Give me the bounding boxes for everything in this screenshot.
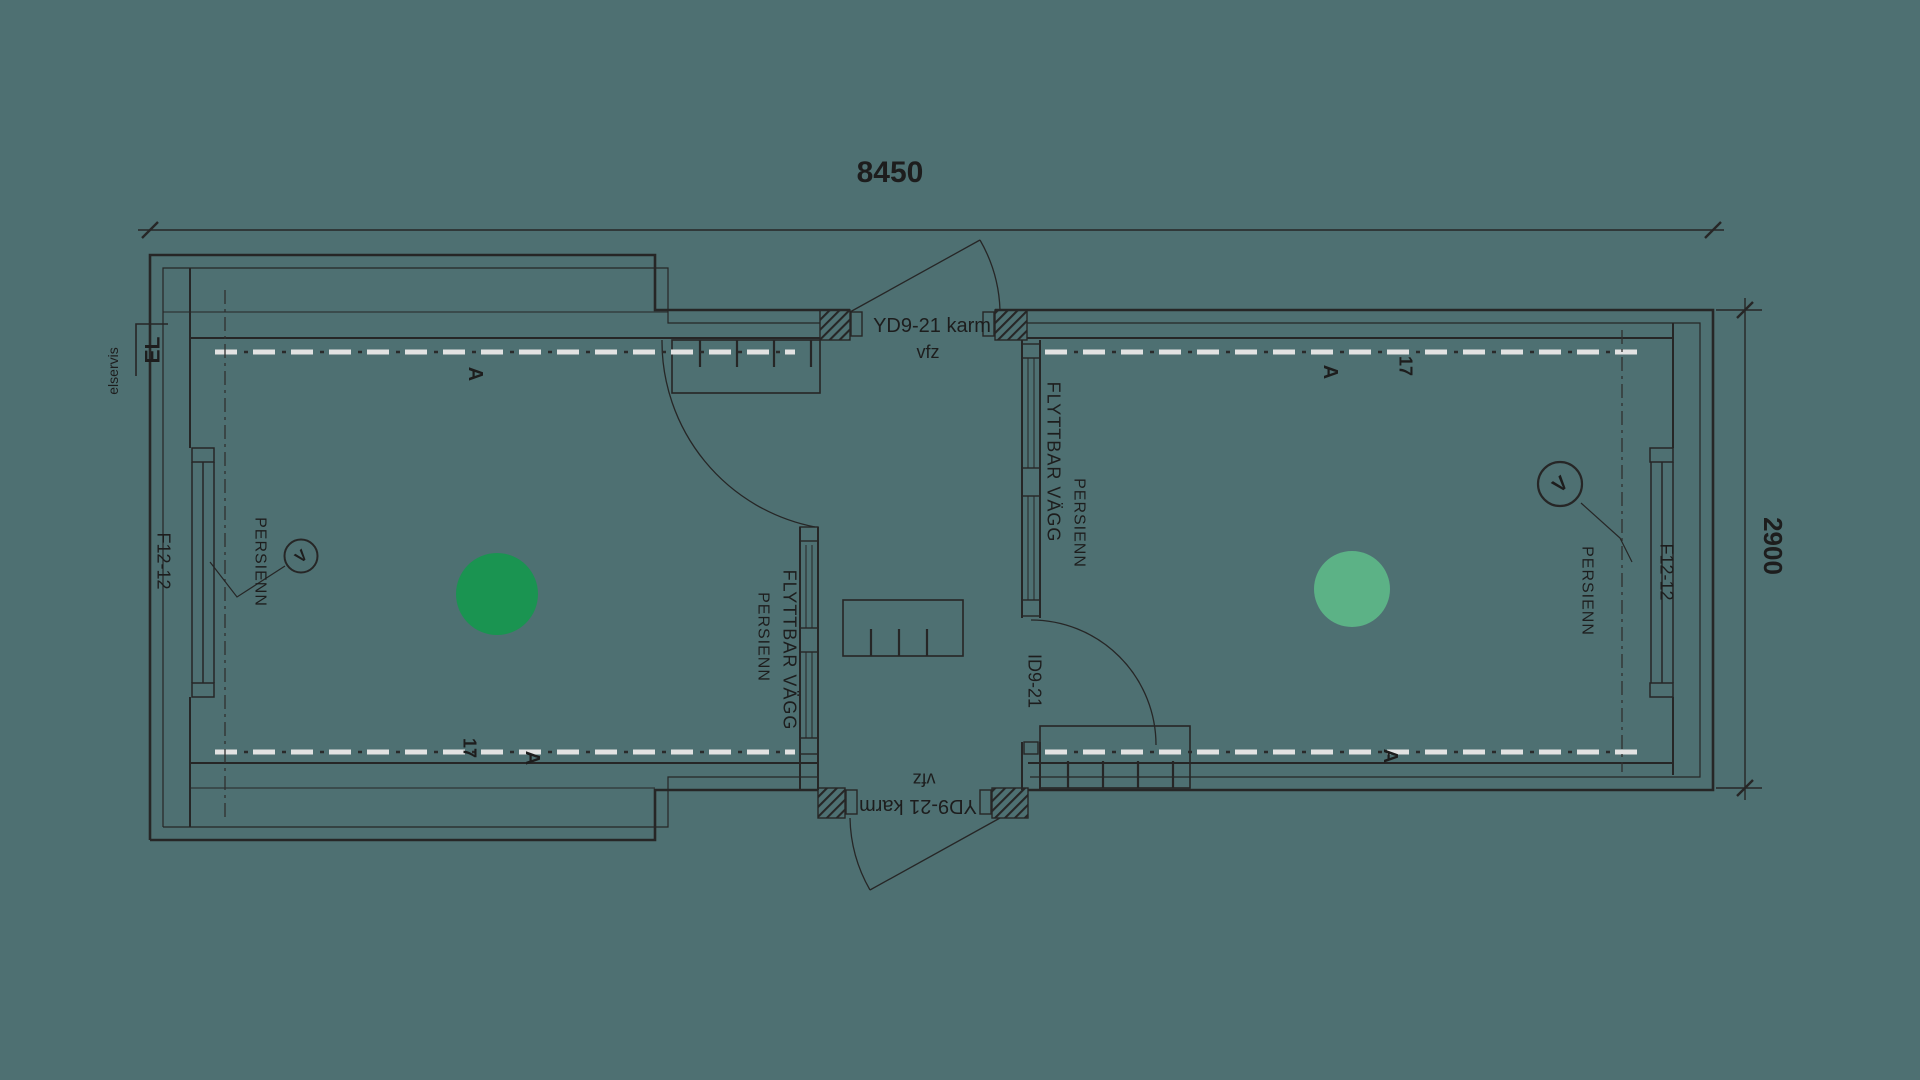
marker-a-bottom-left: A	[521, 751, 543, 765]
bench-top-left-hooks	[698, 340, 813, 367]
door-top-leaf	[849, 239, 981, 313]
bench-top-left	[671, 339, 821, 394]
wall-outline-left-top	[148, 253, 850, 840]
partition-left-panes	[805, 545, 813, 738]
door-bottom-code-label: YD9-21 karm	[859, 795, 977, 817]
window-centerlines	[224, 290, 1623, 820]
el-service-symbol	[135, 323, 168, 376]
door-jamb-hatch	[991, 787, 1029, 819]
module-centerline-dots	[215, 350, 1640, 754]
el-note-label: elservis	[105, 347, 121, 394]
windows	[191, 447, 1674, 698]
door-frame	[982, 311, 995, 337]
partition-cap	[799, 737, 819, 755]
wall-inner-line	[1027, 322, 1701, 778]
partition-cap	[1023, 741, 1039, 755]
movable-wall-label-right: FLYTTBAR VÄGG	[1044, 382, 1064, 543]
vent-circle-right	[1536, 460, 1584, 508]
door-jamb-hatch	[819, 309, 851, 341]
bench-mid-bottom	[842, 599, 964, 657]
el-symbol-label: EL	[141, 336, 164, 363]
door-bottom-leaf	[869, 817, 1001, 891]
marker-a-top-left: A	[464, 367, 486, 381]
bench-bottom-right-hooks	[1066, 761, 1175, 788]
marker-a-bottom-right: A	[1379, 749, 1401, 763]
partition-walls	[799, 340, 1041, 790]
door-jamb-hatch	[817, 787, 846, 819]
window-left	[191, 462, 215, 683]
partition-cap	[799, 627, 819, 653]
door-inner-swing-arc	[1030, 619, 1157, 746]
dimension-depth-label: 2900	[1758, 517, 1788, 575]
partition-right-panes	[1027, 358, 1035, 600]
dimension-lines	[138, 221, 1762, 800]
door-bottom-finish-label: vfz	[912, 770, 935, 790]
door-inner-code-label: ID9-21	[1025, 654, 1045, 708]
dim-tick	[1704, 221, 1722, 239]
door-bottom-swing-arc	[849, 817, 871, 891]
window-right-cap	[1649, 682, 1674, 698]
window-right	[1650, 462, 1674, 683]
movable-wall-label-left: FLYTTBAR VÄGG	[780, 570, 800, 731]
dim-tick	[1736, 779, 1754, 797]
persienn-label-window-left: PERSIENN	[251, 517, 268, 607]
bench-mid-bottom-hooks	[869, 629, 929, 656]
window-left-cap	[191, 682, 215, 698]
leader-right	[1580, 502, 1633, 563]
outer-walls	[148, 253, 1715, 842]
marker-17-bottom-left: 17	[460, 738, 480, 758]
doors	[661, 239, 1157, 891]
door-top-code-label: YD9-21 karm	[873, 315, 991, 337]
bench-bottom-right	[1039, 725, 1191, 789]
door-top-swing-arc	[979, 239, 1001, 311]
door-top-finish-label: vfz	[916, 342, 939, 362]
window-right-cap	[1649, 447, 1674, 463]
el-bracket	[135, 323, 168, 376]
leader-left	[209, 561, 286, 598]
partition-cap	[1021, 599, 1041, 617]
window-left-code-label: F12-12	[154, 532, 174, 589]
door-frame	[850, 311, 863, 337]
dim-tick	[141, 221, 159, 239]
door-top-inward-arc	[661, 339, 816, 528]
wall-inner-line	[163, 776, 818, 828]
fixtures	[671, 339, 1191, 789]
persienn-label-window-right: PERSIENN	[1578, 546, 1595, 636]
wall-outline-right	[995, 308, 1715, 792]
window-left-cap	[191, 447, 215, 463]
vent-circle-left	[283, 538, 319, 574]
green-dot-right	[1314, 551, 1390, 627]
marker-17-top-right: 17	[1396, 356, 1416, 376]
door-frame	[979, 789, 992, 815]
green-dot-left	[456, 553, 538, 635]
window-right-code-label: F12-12	[1657, 543, 1677, 600]
marker-a-top-right: A	[1319, 365, 1341, 379]
persienn-label-partition-right: PERSIENN	[1070, 478, 1087, 568]
persienn-label-partition-left: PERSIENN	[754, 592, 771, 682]
centerlines	[215, 290, 1640, 820]
dimension-width-label: 8450	[857, 156, 924, 189]
wall-inner-line	[162, 267, 820, 827]
partition-cap	[1021, 467, 1041, 497]
partition-cap	[799, 526, 819, 542]
labels: 8450 2900 YD9-21 karm vfz YD9-21 karm vf…	[105, 156, 1788, 817]
door-frame	[845, 789, 858, 815]
wall-outline-bottom	[150, 788, 818, 842]
ventilation-markers	[209, 460, 1633, 598]
partition-cap	[1021, 343, 1041, 359]
dim-tick	[1736, 301, 1754, 319]
wall-layer-line	[163, 311, 668, 789]
door-jamb-hatch	[994, 309, 1028, 341]
